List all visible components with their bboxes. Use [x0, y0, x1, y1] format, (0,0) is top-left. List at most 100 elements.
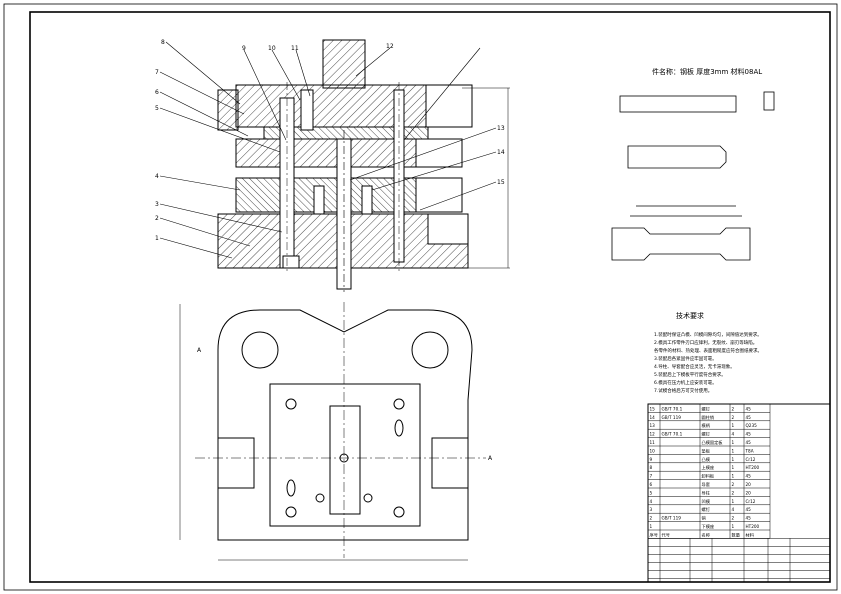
bom-cell: 4: [732, 507, 735, 512]
section-view: [217, 39, 510, 292]
bom-cell: 45: [746, 415, 752, 420]
bom-cell: 2: [732, 490, 735, 495]
bom-cell: 3: [650, 507, 653, 512]
bom-cell: 45: [746, 516, 752, 521]
note-line: 1.装配时保证凸模、凹模间隙均匀，间隙值达到要求。: [654, 331, 762, 338]
bom-cell: 14: [650, 415, 656, 420]
outer-border: [3, 3, 838, 591]
bom-cell: 1: [732, 524, 735, 529]
callout-10: 10: [268, 45, 276, 52]
bom-cell: 4: [732, 432, 735, 437]
bom-cell: 导柱: [702, 489, 711, 496]
view-label-a-left: A: [197, 347, 202, 354]
callout-13: 13: [497, 125, 505, 132]
bom-cell: 2: [732, 482, 735, 487]
callout-12: 12: [386, 43, 394, 50]
note-line: 6.模具在压力机上应安装可靠。: [654, 379, 717, 386]
bom-cell: 12: [650, 432, 656, 437]
note-line: 2.模具工作零件刃口应锋利，无裂纹、崩刃等缺陷。: [654, 339, 757, 346]
bom-cell: 45: [746, 474, 752, 479]
note-line: 各零件的材料、热处理、表面粗糙度应符合图纸要求。: [654, 347, 762, 354]
bom-cell: 15: [650, 406, 656, 411]
callout-6: 6: [155, 89, 159, 96]
bom-cell: 4: [650, 499, 653, 504]
bom-cell: 13: [650, 423, 656, 428]
note-line: 5.装配后上下模板平行度符合要求。: [654, 371, 726, 378]
part-drawing-title: 件名称：钢板 厚度3mm 材料08AL: [652, 67, 762, 76]
bom-cell: 上模座: [702, 464, 715, 471]
bom-cell: 45: [746, 432, 752, 437]
bom-cell: 1: [732, 423, 735, 428]
bom-cell: 45: [746, 507, 752, 512]
bom-header-cell: 名称: [702, 531, 710, 538]
bom-cell: Cr12: [746, 499, 756, 504]
bom-cell: Cr12: [746, 457, 756, 462]
bom-cell: 凹模: [702, 498, 711, 505]
plan-view: [179, 302, 486, 561]
callout-3: 3: [155, 201, 159, 208]
bom-header-cell: 材料: [746, 531, 755, 538]
bom-cell: 2: [732, 406, 735, 411]
bom-cell: 6: [650, 482, 653, 487]
note-line: 7.试模合格后方可交付使用。: [654, 387, 712, 394]
callout-numbers: 8 9 10 11 12 7 6 5 4 3 2 1 13 14 15: [155, 39, 505, 242]
leader-lines: [159, 41, 497, 259]
bom-cell: 1: [732, 457, 735, 462]
bom-cell: 螺钉: [702, 431, 711, 438]
bom-cell: T8A: [745, 448, 754, 453]
callout-4: 4: [155, 173, 159, 180]
bom-cell: 销: [702, 515, 706, 522]
bom-cell: GB/T 70.1: [662, 406, 683, 411]
notes-title: 技术要求: [676, 311, 704, 320]
bom-cell: 垫板: [702, 447, 711, 454]
callout-11: 11: [291, 45, 299, 52]
bom-cell: 螺钉: [702, 405, 711, 412]
bom-cell: 5: [650, 490, 653, 495]
callout-5: 5: [155, 105, 159, 112]
part-drawing: [611, 91, 775, 261]
callout-15: 15: [497, 179, 505, 186]
note-line: 4.导柱、导套配合应灵活，无卡滞现象。: [654, 363, 735, 370]
bom-cell: 11: [650, 440, 656, 445]
bom-cell: GB/T 119: [662, 516, 682, 521]
bom-cell: 凸模固定板: [702, 439, 724, 446]
bom-cell: 卸料板: [702, 473, 715, 480]
bom-cell: 10: [650, 448, 656, 453]
bom-cell: 8: [650, 465, 653, 470]
bom-cell: 圆柱销: [702, 414, 715, 421]
bom-cell: 1: [732, 499, 735, 504]
bom-cell: 20: [746, 490, 752, 495]
bom-cell: 45: [746, 406, 752, 411]
bom-cell: 2: [650, 516, 653, 521]
bom-cell: HT200: [746, 465, 760, 470]
bom-cell: 导套: [702, 481, 711, 488]
bom-cell: 模柄: [702, 422, 710, 429]
bom-header-cell: 代号: [662, 531, 670, 538]
bom-cell: 凸模: [702, 456, 711, 463]
bom-cell: 1: [732, 440, 735, 445]
callout-1: 1: [155, 235, 159, 242]
bom-cell: GB/T 70.1: [662, 432, 683, 437]
notes-list: 1.装配时保证凸模、凹模间隙均匀，间隙值达到要求。 2.模具工作零件刃口应锋利，…: [654, 331, 762, 394]
bom-cell: 下模座: [702, 523, 715, 530]
bom-header-cell: 序号: [650, 531, 658, 538]
bom-cell: 1: [732, 465, 735, 470]
note-line: 3.装配后各紧固件应牢固可靠。: [654, 355, 717, 362]
bom-cell: Q235: [746, 423, 758, 428]
bom-cell: 2: [732, 516, 735, 521]
bom-cell: 45: [746, 440, 752, 445]
bom-cell: 螺钉: [702, 506, 711, 513]
bom-header-cell: 数量: [732, 531, 740, 538]
bom-cell: 20: [746, 482, 752, 487]
callout-8: 8: [161, 39, 165, 46]
view-label-a-right: A: [488, 455, 493, 462]
bom-cell: 9: [650, 457, 653, 462]
callout-2: 2: [155, 215, 159, 222]
inner-border: [29, 11, 831, 583]
bom-cell: 1: [732, 448, 735, 453]
bom-cell: 1: [732, 474, 735, 479]
callout-7: 7: [155, 69, 159, 76]
bom-cell: GB/T 119: [662, 415, 682, 420]
